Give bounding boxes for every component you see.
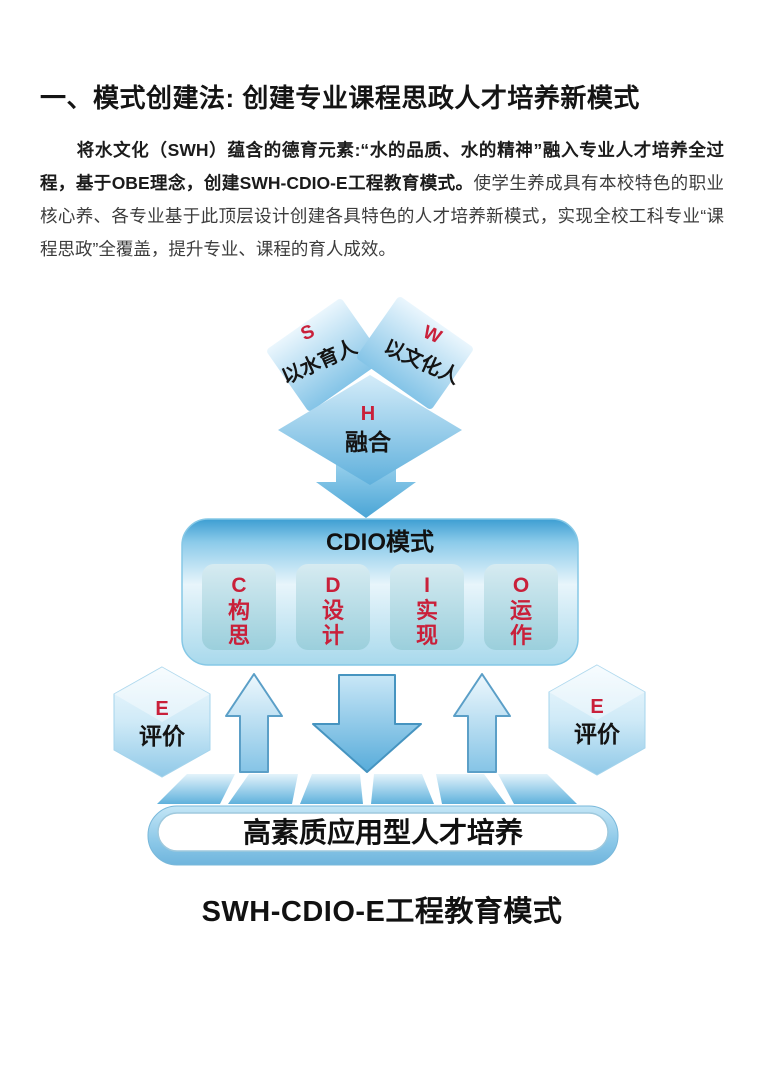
cdio-cell-c (202, 564, 276, 650)
cdio-cell-char: 实 (416, 598, 438, 623)
cdio-cell-letter: C (231, 574, 246, 597)
eval-label-right: 评价 (574, 721, 621, 747)
cdio-cell-letter: I (424, 574, 430, 597)
up-arrow-left (225, 673, 283, 773)
swh-cdio-e-diagram: S 以水育人 W 以文化人 H 融合 CDIO模式 C 构 思 D 设 计 I … (113, 297, 646, 866)
cdio-cell-d (296, 564, 370, 650)
fusion-label: 融合 (345, 429, 392, 455)
page-title: 一、模式创建法: 创建专业课程思政人才培养新模式 (40, 83, 640, 113)
fan-segment (498, 774, 577, 804)
cdio-cell-char: 运 (510, 598, 532, 623)
banner-inner-pill (157, 812, 609, 852)
cdio-box (181, 518, 579, 666)
document-page: 一、模式创建法: 创建专业课程思政人才培养新模式 将水文化（SWH）蕴含的德育元… (0, 82, 764, 1067)
cdio-title: CDIO模式 (326, 529, 434, 556)
eval-hexagon-left (113, 666, 211, 778)
fusion-diamond (278, 375, 462, 485)
cdio-cell-o (484, 564, 558, 650)
cdio-cell-char: 构 (228, 598, 250, 623)
left-cube-panel (267, 299, 383, 411)
cdio-cell-i (390, 564, 464, 650)
fan-segment (228, 774, 298, 804)
banner-label: 高素质应用型人才培养 (243, 816, 523, 848)
intro-bold-text: 将水文化（SWH）蕴含的德育元素:“水的品质、水的精神”融入专业人才培养全过程，… (40, 140, 724, 193)
intro-paragraph: 将水文化（SWH）蕴含的德育元素:“水的品质、水的精神”融入专业人才培养全过程，… (40, 134, 724, 266)
right-cube-panel (357, 297, 473, 409)
up-arrow-right (453, 673, 511, 773)
eval-letter-left: E (155, 698, 168, 720)
eval-hexagon-right (548, 664, 646, 776)
fan-segment (371, 774, 434, 804)
eval-hexagon-right-facet (549, 665, 645, 720)
eval-letter-right: E (590, 696, 603, 718)
fan-segment (436, 774, 506, 804)
eval-label-left: 评价 (139, 723, 186, 749)
cdio-cell-char: 设 (322, 598, 344, 623)
fan-segment (300, 774, 363, 804)
cdio-cell-char: 思 (228, 623, 250, 648)
figure-caption: SWH-CDIO-E工程教育模式 (201, 896, 563, 928)
cdio-cell-letter: O (513, 574, 529, 597)
down-arrow-center (312, 674, 422, 773)
cdio-cell-char: 计 (322, 623, 344, 648)
fan-segment (157, 774, 235, 804)
cdio-cell-letter: D (325, 574, 340, 597)
eval-hexagon-left-facet (114, 667, 210, 722)
cdio-cell-char: 作 (510, 623, 532, 648)
intro-regular-text: 使学生养成具有本校特色的职业核心养、各专业基于此顶层设计创建各具特色的人才培养新… (40, 173, 725, 259)
cdio-cell-char: 现 (416, 623, 438, 648)
fusion-letter: H (361, 403, 375, 425)
